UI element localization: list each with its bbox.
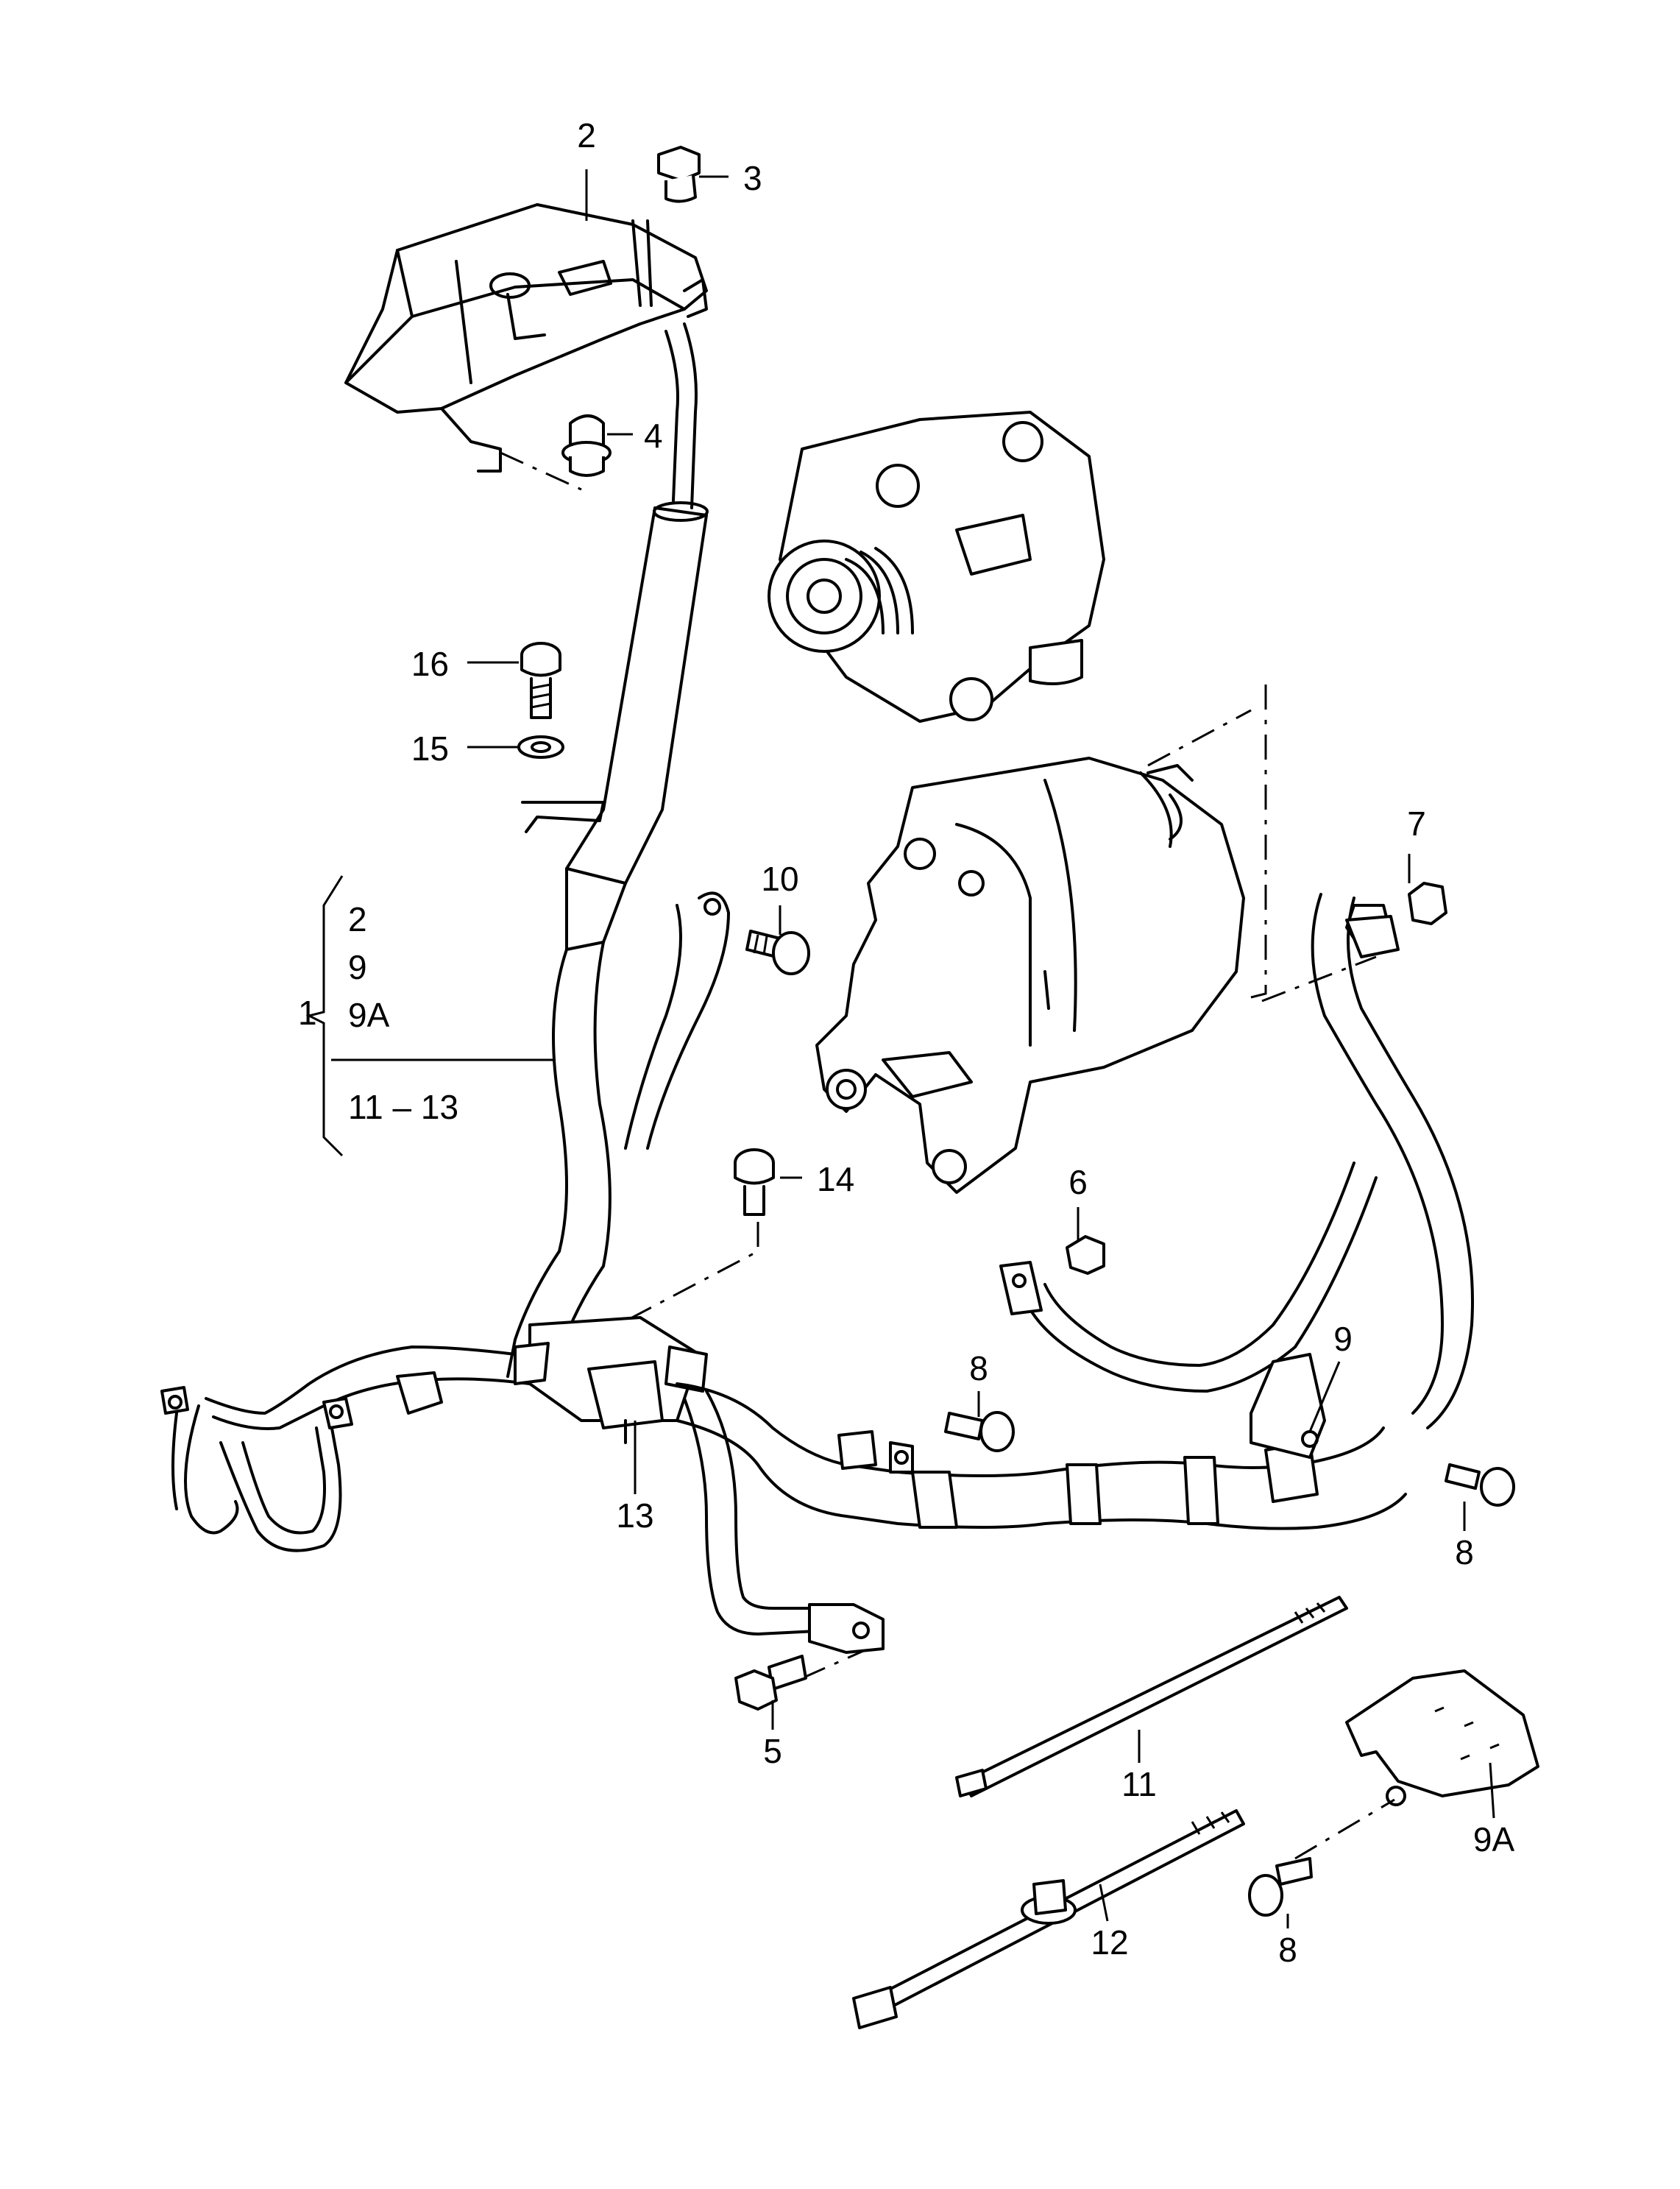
guide-line-14 <box>617 1222 759 1326</box>
cable-clip <box>521 801 605 833</box>
ground-strap <box>624 891 730 1150</box>
part-7-nut <box>1408 882 1447 925</box>
part-2-bracket <box>344 203 708 473</box>
part-8-screw-b <box>1445 1463 1515 1507</box>
callout-8b: 8 <box>1455 1533 1474 1571</box>
part-8-screw-c <box>1248 1857 1313 1917</box>
callout-8c: 8 <box>1278 1931 1297 1969</box>
part-15-washer <box>517 735 564 759</box>
part-9-bracket <box>1250 1353 1326 1459</box>
callout-16: 16 <box>411 645 449 683</box>
part-12-cable-tie <box>852 1809 1245 2029</box>
callout-14: 14 <box>817 1160 854 1198</box>
group-1-item-9a: 9A <box>348 996 390 1034</box>
guide-line-starter-terminal <box>1147 709 1252 767</box>
guide-line-alternator <box>1250 685 1267 999</box>
guide-line-4 <box>500 451 582 491</box>
callout-15: 15 <box>411 729 449 768</box>
part-4-nut <box>561 414 612 477</box>
part-8-screw-a <box>944 1411 1015 1452</box>
alternator <box>768 411 1105 723</box>
part-6-nut <box>1066 1235 1105 1275</box>
callout-9: 9 <box>1333 1320 1353 1358</box>
guide-line-9a-bolt <box>1294 1798 1395 1860</box>
group-1-item-2: 2 <box>348 900 367 938</box>
callout-3: 3 <box>743 159 762 197</box>
group-1-item-11-13: 11 – 13 <box>348 1088 458 1126</box>
group-1-brace <box>305 875 344 1157</box>
callout-7: 7 <box>1407 804 1426 843</box>
group-1-item-9: 9 <box>348 948 367 986</box>
guide-line-5 <box>801 1647 869 1680</box>
callout-5: 5 <box>763 1732 782 1770</box>
callout-13: 13 <box>616 1496 653 1535</box>
callout-9a: 9A <box>1473 1820 1515 1859</box>
part-14-screw <box>734 1148 775 1216</box>
callout-2: 2 <box>577 116 596 155</box>
leader-lines <box>331 169 1495 1928</box>
part-5-bolt <box>734 1655 807 1711</box>
starter-cable <box>999 893 1474 1429</box>
part-16-screw <box>520 642 561 719</box>
callout-4: 4 <box>644 417 663 455</box>
wiring-harness-lower <box>160 1250 1407 1654</box>
main-cable-upper <box>552 322 709 1267</box>
callout-8a: 8 <box>969 1349 988 1387</box>
callout-12: 12 <box>1091 1923 1128 1962</box>
guide-line-9a <box>1261 955 1377 1002</box>
part-9a-bracket <box>1345 1669 1539 1806</box>
callout-6: 6 <box>1068 1163 1088 1201</box>
starter-motor <box>815 757 1245 1194</box>
callout-11: 11 <box>1121 1765 1157 1803</box>
part-11-cable-tie <box>955 1596 1348 1797</box>
part-10-screw <box>745 930 810 975</box>
callout-1: 1 <box>298 994 317 1032</box>
callout-10: 10 <box>761 860 798 898</box>
part-3-bolt <box>657 146 701 203</box>
